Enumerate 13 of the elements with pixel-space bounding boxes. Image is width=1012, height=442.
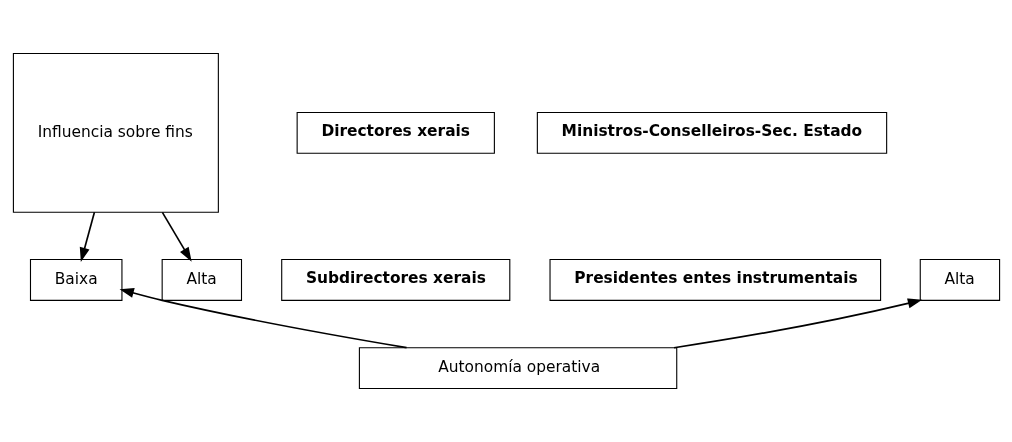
node-box: Alta [919, 259, 1000, 301]
arrow [672, 298, 922, 349]
node-box: Alta [161, 259, 242, 301]
node-box: Baixa [29, 259, 122, 301]
arrow [119, 288, 407, 349]
arrow [79, 211, 95, 262]
node-box: Influencia sobre fins [12, 52, 219, 213]
node-box: Subdirectores xerais [280, 259, 510, 301]
node-box: Presidentes entes instrumentais [548, 259, 881, 301]
arrow [161, 211, 192, 262]
node-box: Autonomía operativa [358, 347, 677, 390]
node-box: Ministros-Conselleiros-Sec. Estado [536, 111, 887, 154]
node-box: Directores xerais [296, 111, 495, 154]
